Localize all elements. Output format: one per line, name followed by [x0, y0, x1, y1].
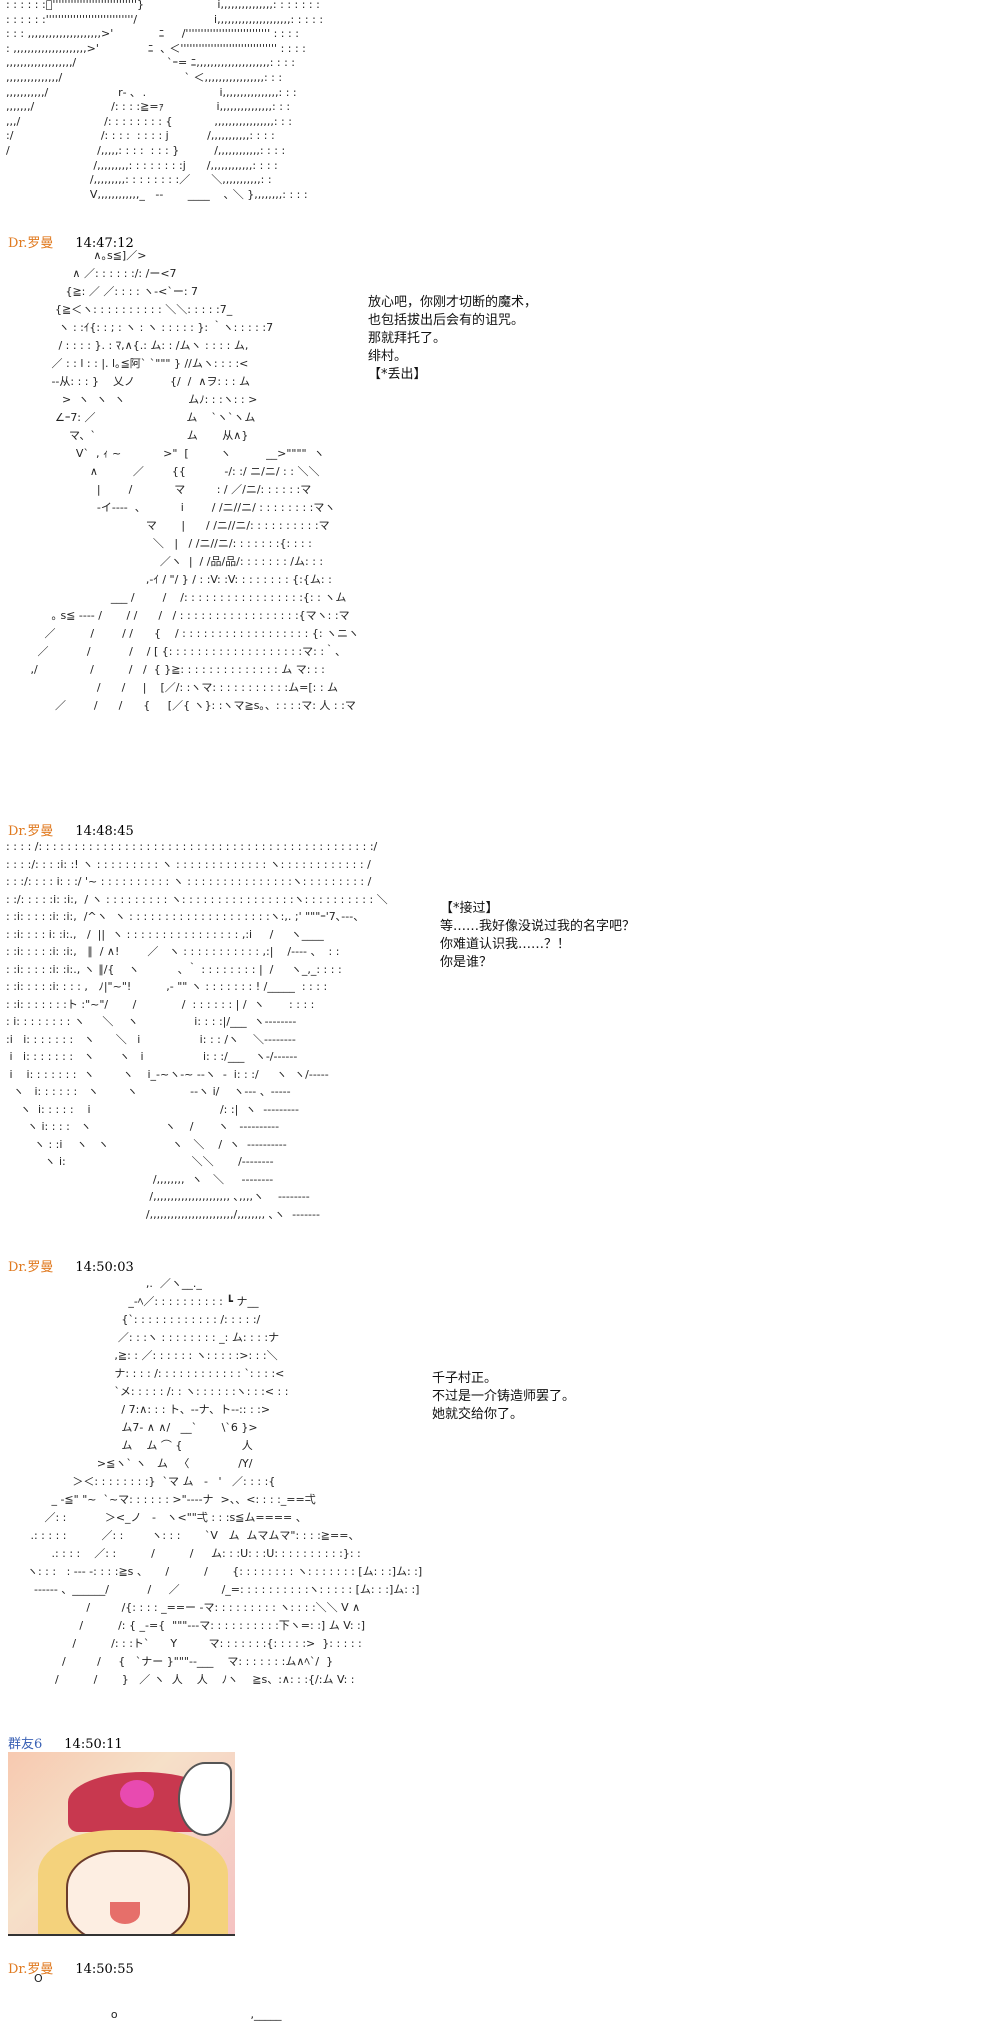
- message-text: 【*接过】 等……我好像没说过我的名字吧？ 你难道认识我……？！ 你是谁？: [440, 901, 636, 970]
- sender-name[interactable]: Dr.罗曼: [8, 236, 54, 251]
- timestamp: 14:50:11: [64, 1737, 123, 1752]
- message-header: Dr.罗曼 14:50:55: [8, 1958, 134, 1977]
- ascii-art-block: ∧｡s≦]／> ∧ ／: : : : : :/: /ー<7 {≧: ／ ／: :…: [30, 249, 360, 712]
- message-header: Dr.罗曼 14:48:45: [8, 820, 134, 839]
- message-header: Dr.罗曼 14:50:03: [8, 1256, 134, 1275]
- sender-name[interactable]: Dr.罗曼: [8, 1260, 54, 1275]
- ascii-art-block: : : : : /: : : : : : : : : : : : : : : :…: [6, 840, 388, 1221]
- ascii-art-block: O o ,_____: [33, 1972, 282, 2021]
- ascii-art-block: : : : : : :ﾞ''''''''''''''''''''''''''''…: [6, 0, 324, 201]
- sender-name[interactable]: 群友6: [8, 1737, 43, 1752]
- sticker-image[interactable]: [8, 1752, 235, 1936]
- message-text: 千子村正。 不过是一介铸造师罢了。 她就交给你了。: [432, 1371, 576, 1422]
- wing-shape: [178, 1762, 232, 1836]
- sender-name[interactable]: Dr.罗曼: [8, 1962, 54, 1977]
- message-header: 群友6 14:50:11: [8, 1733, 123, 1752]
- heart-icon: [120, 1780, 154, 1808]
- timestamp: 14:50:55: [75, 1962, 134, 1977]
- timestamp: 14:50:03: [75, 1260, 134, 1275]
- timestamp: 14:47:12: [75, 236, 134, 251]
- message-text: 放心吧，你刚才切断的魔术， 也包括拔出后会有的诅咒。 那就拜托了。 绯村。 【*…: [368, 295, 538, 382]
- timestamp: 14:48:45: [75, 824, 134, 839]
- message-header: Dr.罗曼 14:47:12: [8, 232, 134, 251]
- ascii-art-block: ,. ／ヽ__._ _-ﾍ／: : : : : : : : : : ┗ ナ__ …: [26, 1277, 423, 1686]
- sender-name[interactable]: Dr.罗曼: [8, 824, 54, 839]
- mouth-shape: [110, 1902, 140, 1924]
